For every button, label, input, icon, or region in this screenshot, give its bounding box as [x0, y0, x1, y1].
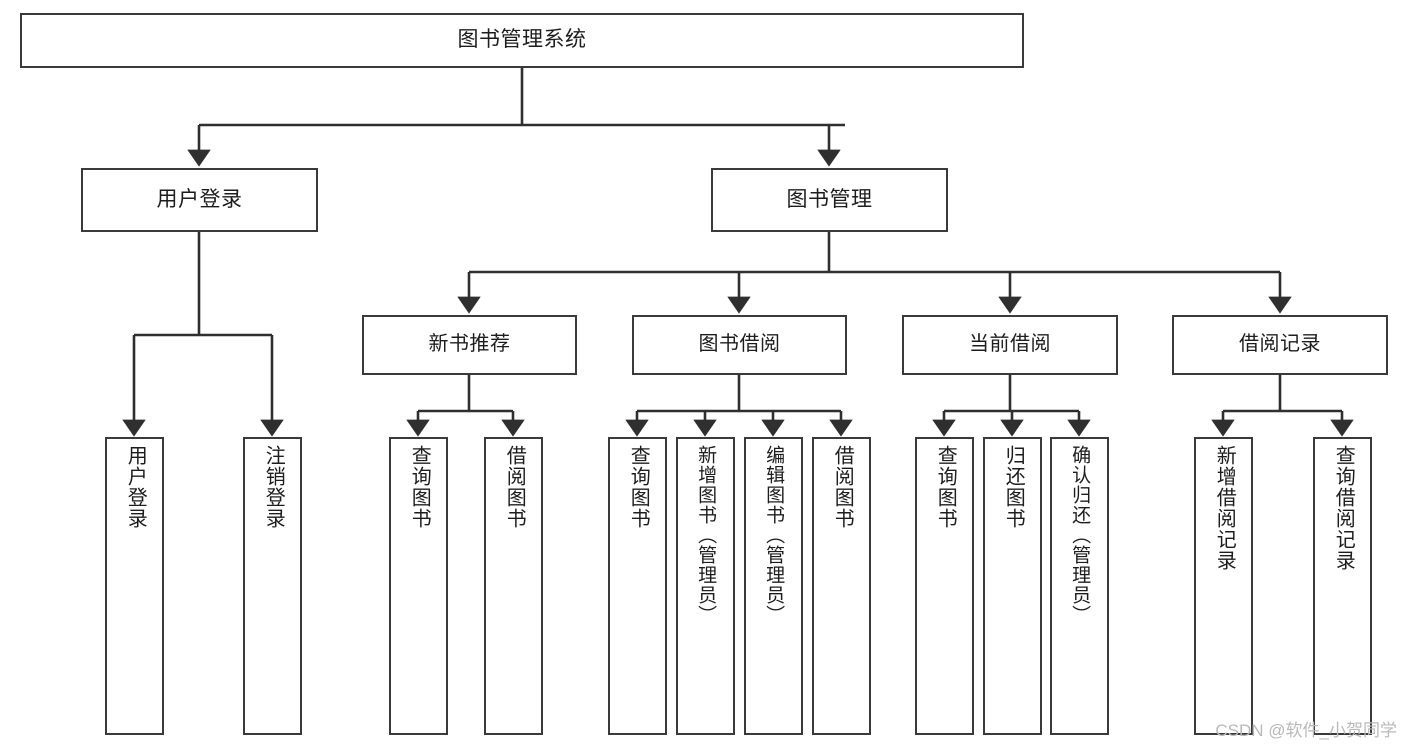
node-leaf-query-book-rec-label: 查询图书 [408, 445, 431, 529]
node-leaf-confirm-return[interactable]: 确认归还（管理员） [1050, 437, 1109, 735]
edge-group-new-book-rec [406, 375, 525, 437]
node-leaf-return-book-label: 归还图书 [1002, 445, 1025, 529]
node-leaf-user-login-label: 用户登录 [124, 445, 147, 529]
node-leaf-add-record[interactable]: 新增借阅记录 [1194, 437, 1253, 735]
node-root[interactable]: 图书管理系统 [20, 13, 1024, 68]
node-root-label: 图书管理系统 [457, 28, 587, 52]
node-book-borrow-label: 图书借阅 [698, 333, 781, 356]
edge-group-book-borrow [625, 375, 853, 437]
edge-group-user-login [122, 232, 284, 437]
node-book-borrow[interactable]: 图书借阅 [632, 315, 847, 375]
node-leaf-add-record-label: 新增借阅记录 [1213, 445, 1236, 571]
node-leaf-add-book[interactable]: 新增图书（管理员） [676, 437, 735, 735]
node-current-borrow[interactable]: 当前借阅 [902, 315, 1118, 375]
node-current-borrow-label: 当前借阅 [969, 333, 1051, 356]
node-book-manage[interactable]: 图书管理 [711, 168, 948, 232]
edge-group-current-borrow [932, 375, 1091, 437]
node-leaf-edit-book-label: 编辑图书（管理员） [763, 445, 785, 625]
node-leaf-query-book-borrow[interactable]: 查询图书 [608, 437, 667, 735]
node-leaf-query-record-label: 查询借阅记录 [1332, 445, 1355, 571]
node-leaf-user-login[interactable]: 用户登录 [105, 437, 164, 735]
node-new-book-rec[interactable]: 新书推荐 [362, 315, 577, 375]
node-leaf-query-book-borrow-label: 查询图书 [627, 445, 650, 529]
node-leaf-query-book-cur[interactable]: 查询图书 [915, 437, 974, 735]
edge-group-book-manage [457, 232, 1292, 314]
node-leaf-confirm-return-label: 确认归还（管理员） [1069, 445, 1091, 625]
node-leaf-borrow-book-label: 借阅图书 [831, 445, 854, 529]
node-leaf-user-logout-label: 注销登录 [262, 445, 285, 529]
edge-group-borrow-record [1211, 375, 1354, 437]
node-leaf-query-book-cur-label: 查询图书 [934, 445, 957, 529]
node-user-login-label: 用户登录 [156, 187, 243, 211]
node-new-book-rec-label: 新书推荐 [428, 333, 511, 356]
watermark: CSDN @软件_小贺同学 [1215, 721, 1397, 740]
node-user-login[interactable]: 用户登录 [81, 168, 318, 232]
node-leaf-borrow-book-rec-label: 借阅图书 [503, 445, 526, 529]
edge-group-root [187, 68, 845, 167]
node-leaf-query-book-rec[interactable]: 查询图书 [389, 437, 448, 735]
node-borrow-record-label: 借阅记录 [1239, 333, 1321, 356]
node-leaf-borrow-book[interactable]: 借阅图书 [812, 437, 871, 735]
node-leaf-query-record[interactable]: 查询借阅记录 [1313, 437, 1372, 735]
node-borrow-record[interactable]: 借阅记录 [1172, 315, 1388, 375]
node-leaf-add-book-label: 新增图书（管理员） [695, 445, 717, 625]
node-leaf-user-logout[interactable]: 注销登录 [243, 437, 302, 735]
node-book-manage-label: 图书管理 [786, 187, 873, 211]
node-leaf-edit-book[interactable]: 编辑图书（管理员） [744, 437, 803, 735]
node-leaf-return-book[interactable]: 归还图书 [983, 437, 1042, 735]
node-leaf-borrow-book-rec[interactable]: 借阅图书 [484, 437, 543, 735]
